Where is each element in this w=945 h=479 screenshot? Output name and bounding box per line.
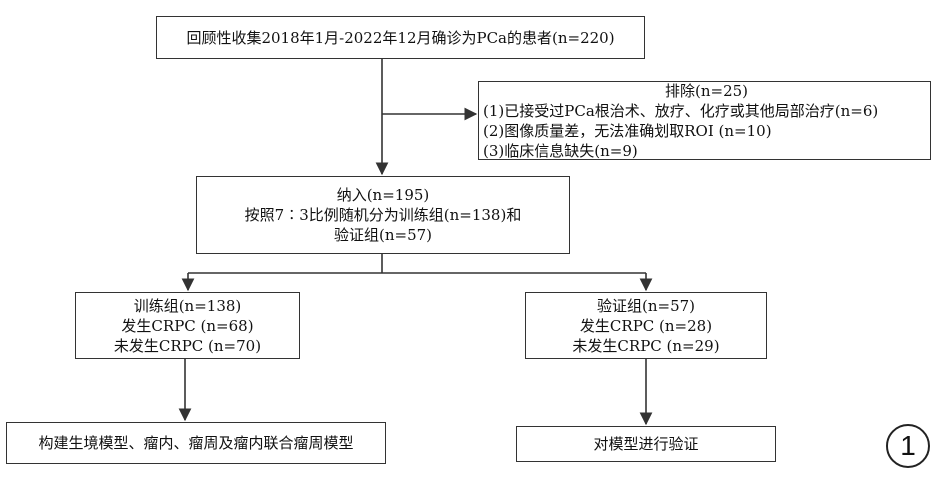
validate-models-box: 对模型进行验证 — [516, 426, 776, 462]
exclusion-item-3: (3)临床信息缺失(n=9) — [483, 141, 638, 160]
source-population-text: 回顾性收集2018年1月-2022年12月确诊为PCa的患者(n=220) — [186, 28, 615, 47]
training-line-1: 训练组(n=138) — [133, 296, 242, 315]
training-group-box: 训练组(n=138) 发生CRPC (n=68) 未发生CRPC (n=70) — [75, 292, 300, 359]
included-line-2: 按照7∶3比例随机分为训练组(n=138)和 — [244, 206, 522, 224]
exclusion-item-2: (2)图像质量差，无法准确划取ROI (n=10) — [483, 121, 772, 140]
included-line-3: 验证组(n=57) — [333, 226, 433, 244]
validation-line-3: 未发生CRPC (n=29) — [572, 336, 720, 355]
build-models-box: 构建生境模型、瘤内、瘤周及瘤内联合瘤周模型 — [6, 422, 386, 464]
included-line-1: 纳入(n=195) — [336, 186, 430, 204]
exclusion-title: 排除(n=25) — [664, 81, 749, 100]
validation-group-box: 验证组(n=57) 发生CRPC (n=28) 未发生CRPC (n=29) — [525, 292, 767, 359]
validate-models-text: 对模型进行验证 — [593, 435, 699, 453]
build-models-text: 构建生境模型、瘤内、瘤周及瘤内联合瘤周模型 — [38, 434, 354, 452]
source-population-box: 回顾性收集2018年1月-2022年12月确诊为PCa的患者(n=220) — [156, 16, 645, 59]
training-line-2: 发生CRPC (n=68) — [121, 316, 254, 335]
validation-line-1: 验证组(n=57) — [596, 296, 696, 315]
panel-number-badge: 1 — [886, 424, 930, 468]
exclusion-item-1: (1)已接受过PCa根治术、放疗、化疗或其他局部治疗(n=6) — [483, 101, 879, 120]
validation-line-2: 发生CRPC (n=28) — [579, 316, 713, 335]
exclusion-box: 排除(n=25) (1)已接受过PCa根治术、放疗、化疗或其他局部治疗(n=6)… — [478, 81, 931, 160]
included-box: 纳入(n=195) 按照7∶3比例随机分为训练组(n=138)和 验证组(n=5… — [196, 176, 570, 254]
training-line-3: 未发生CRPC (n=70) — [113, 336, 262, 355]
panel-number: 1 — [900, 430, 916, 461]
